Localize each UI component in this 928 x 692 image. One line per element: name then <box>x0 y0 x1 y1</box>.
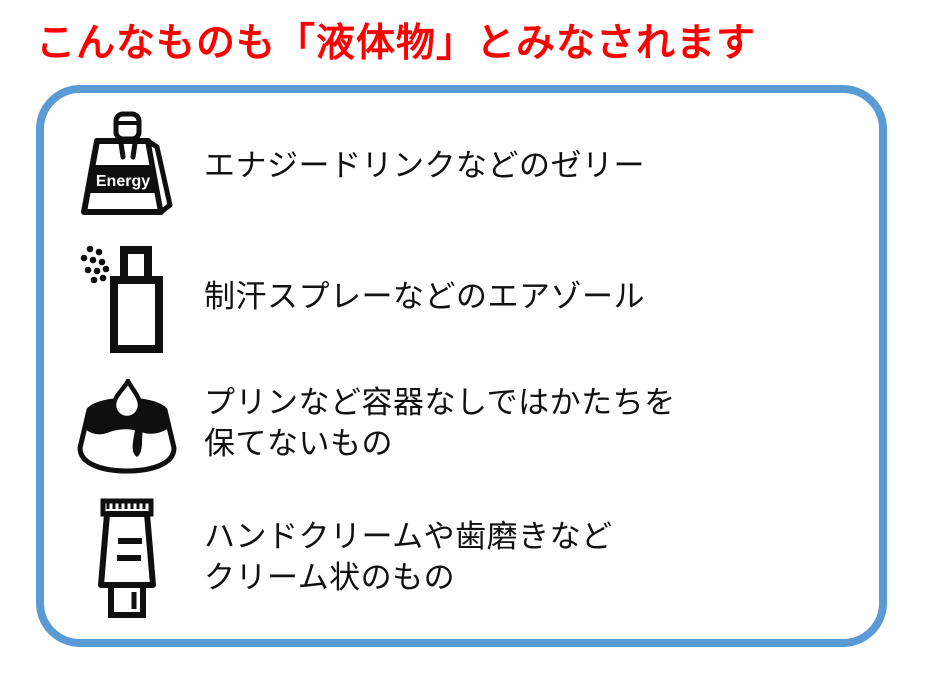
cream-tube-icon <box>62 495 190 621</box>
liquid-items-panel: Energy エナジードリンクなどのゼリー 制汗スプレーなどのエアゾール <box>36 85 887 647</box>
pudding-icon <box>62 372 190 475</box>
list-item: プリンなど容器なしではかたちを 保てないもの <box>62 372 861 475</box>
item-label: ハンドクリームや歯磨きなど クリーム状のもの <box>204 519 613 596</box>
item-label: エナジードリンクなどのゼリー <box>204 148 645 184</box>
item-label: 制汗スプレーなどのエアゾール <box>204 279 645 315</box>
energy-jelly-pouch-icon: Energy <box>62 111 190 223</box>
pouch-energy-text: Energy <box>96 173 150 190</box>
item-label: プリンなど容器なしではかたちを 保てないもの <box>204 384 676 461</box>
list-item: ハンドクリームや歯磨きなど クリーム状のもの <box>62 495 861 621</box>
page-title: こんなものも「液体物」とみなされます <box>36 22 757 65</box>
list-item: Energy エナジードリンクなどのゼリー <box>62 111 861 223</box>
list-item: 制汗スプレーなどのエアゾール <box>62 243 861 353</box>
aerosol-spray-icon <box>62 243 190 353</box>
